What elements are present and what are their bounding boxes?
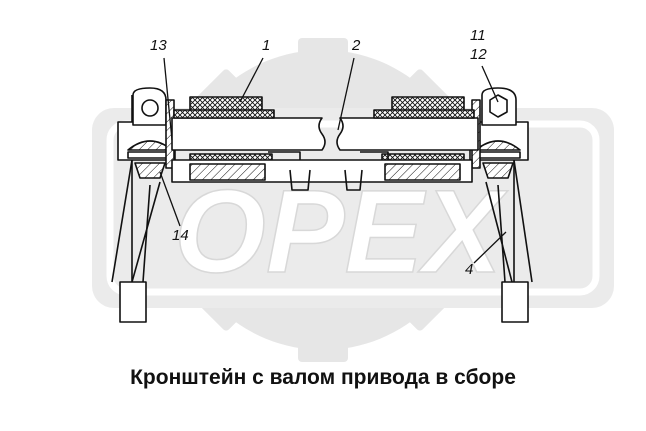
- leader-13: [163, 57, 173, 141]
- shaft: [171, 117, 479, 151]
- leader-12: [481, 65, 499, 103]
- left-bracket: [111, 87, 176, 323]
- diagram-caption: Кронштейн с валом привода в сборе: [130, 366, 516, 389]
- watermark-text: ОРЕХ: [174, 166, 508, 298]
- callout-4: 4: [465, 261, 474, 278]
- callout-12: 12: [470, 46, 487, 63]
- sleeve-right-top: [391, 96, 465, 112]
- assembly-drawing: [111, 87, 533, 323]
- leader-1: [239, 57, 264, 103]
- leader-4: [473, 231, 507, 264]
- sleeve-left-top: [189, 96, 263, 112]
- callout-11: 11: [470, 27, 486, 44]
- callout-1: 1: [262, 37, 271, 54]
- leader-lines: [159, 57, 507, 264]
- callout-13: 13: [150, 37, 167, 54]
- callout-2: 2: [352, 37, 361, 54]
- leader-14: [159, 171, 181, 227]
- callout-14: 14: [172, 227, 189, 244]
- leader-2: [337, 57, 355, 131]
